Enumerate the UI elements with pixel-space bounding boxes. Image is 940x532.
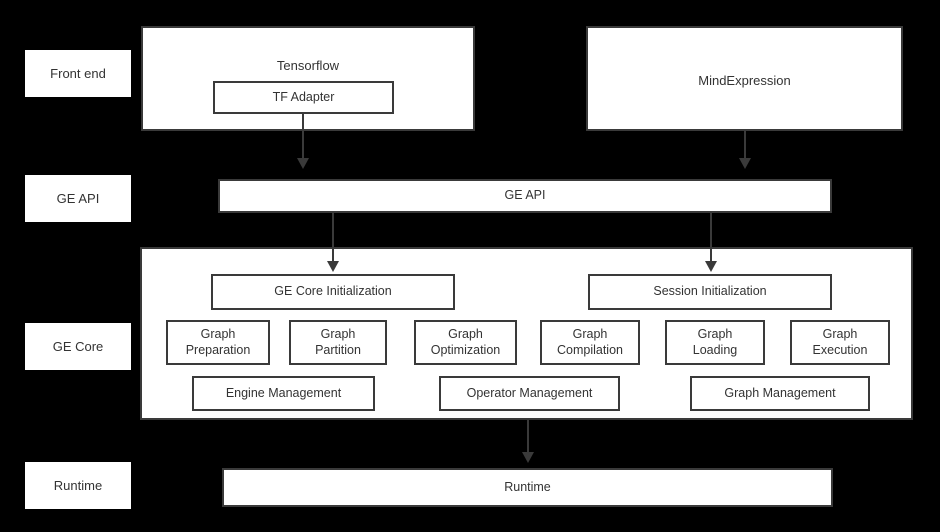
mindexpression-label: MindExpression [698, 73, 791, 88]
connector-ge-core-to-runtime-line [527, 420, 529, 454]
graph-optimization-box[interactable]: Graph Optimization [414, 320, 517, 365]
connector-tf-adapter-to-ge-api-line [302, 113, 304, 160]
graph-preparation-box[interactable]: Graph Preparation [166, 320, 270, 365]
tensorflow-container: Tensorflow [141, 26, 475, 131]
connector-mindexpression-to-ge-api-line [744, 131, 746, 161]
connector-ge-core-to-runtime-arrow [522, 452, 534, 463]
connector-ge-api-to-ge-core-init-line [332, 213, 334, 263]
layer-label-front-end: Front end [25, 50, 131, 97]
connector-ge-api-to-ge-core-init-arrow [327, 261, 339, 272]
layer-label-ge-core: GE Core [25, 323, 131, 370]
graph-management-box[interactable]: Graph Management [690, 376, 870, 411]
runtime-bar[interactable]: Runtime [222, 468, 833, 507]
layer-label-ge-api: GE API [25, 175, 131, 222]
connector-mindexpression-to-ge-api-arrow [739, 158, 751, 169]
session-initialization-box[interactable]: Session Initialization [588, 274, 832, 310]
graph-compilation-box[interactable]: Graph Compilation [540, 320, 640, 365]
layer-label-runtime: Runtime [25, 462, 131, 509]
mindexpression-container: MindExpression [586, 26, 903, 131]
tensorflow-label: Tensorflow [276, 58, 340, 73]
tf-adapter-box[interactable]: TF Adapter [213, 81, 394, 114]
engine-management-box[interactable]: Engine Management [192, 376, 375, 411]
connector-tf-adapter-to-ge-api-arrow [297, 158, 309, 169]
graph-loading-box[interactable]: Graph Loading [665, 320, 765, 365]
operator-management-box[interactable]: Operator Management [439, 376, 620, 411]
graph-execution-box[interactable]: Graph Execution [790, 320, 890, 365]
connector-ge-api-to-session-init-line [710, 213, 712, 263]
ge-api-bar[interactable]: GE API [218, 179, 832, 213]
ge-core-initialization-box[interactable]: GE Core Initialization [211, 274, 455, 310]
connector-ge-api-to-session-init-arrow [705, 261, 717, 272]
graph-partition-box[interactable]: Graph Partition [289, 320, 387, 365]
